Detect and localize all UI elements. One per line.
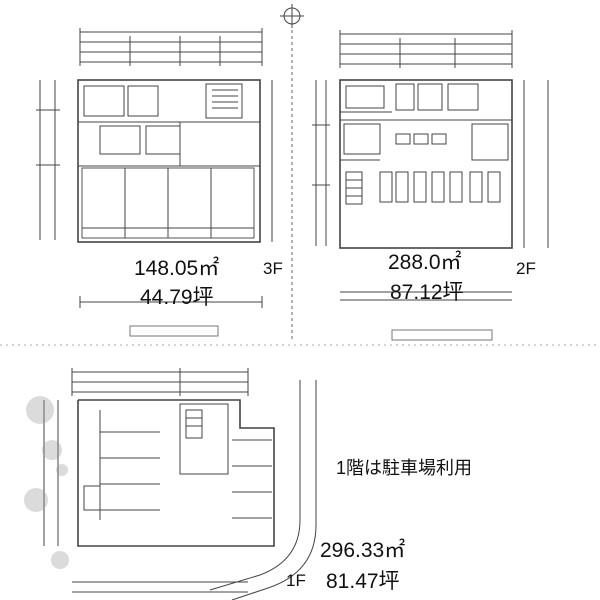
area-2f-tsubo: 87.12坪 bbox=[390, 281, 464, 304]
plan-3f bbox=[36, 28, 273, 337]
plan-2f bbox=[312, 30, 549, 341]
area-1f-m2: 296.33㎡ bbox=[320, 539, 406, 562]
area-1f-tsubo: 81.47坪 bbox=[326, 570, 400, 593]
plan-1f bbox=[43, 368, 317, 600]
area-3f-m2: 148.05㎡ bbox=[134, 257, 220, 280]
area-3f-tsubo: 44.79坪 bbox=[140, 286, 214, 309]
north-arrow-icon bbox=[280, 4, 304, 28]
floor-label-3f: 3F bbox=[263, 259, 283, 278]
floor-label-2f: 2F bbox=[516, 259, 536, 278]
floor-label-1f: 1F bbox=[286, 571, 306, 590]
scan-noise bbox=[24, 396, 69, 569]
parking-note: 1階は駐車場利用 bbox=[336, 458, 473, 478]
area-2f-m2: 288.0㎡ bbox=[388, 251, 462, 274]
